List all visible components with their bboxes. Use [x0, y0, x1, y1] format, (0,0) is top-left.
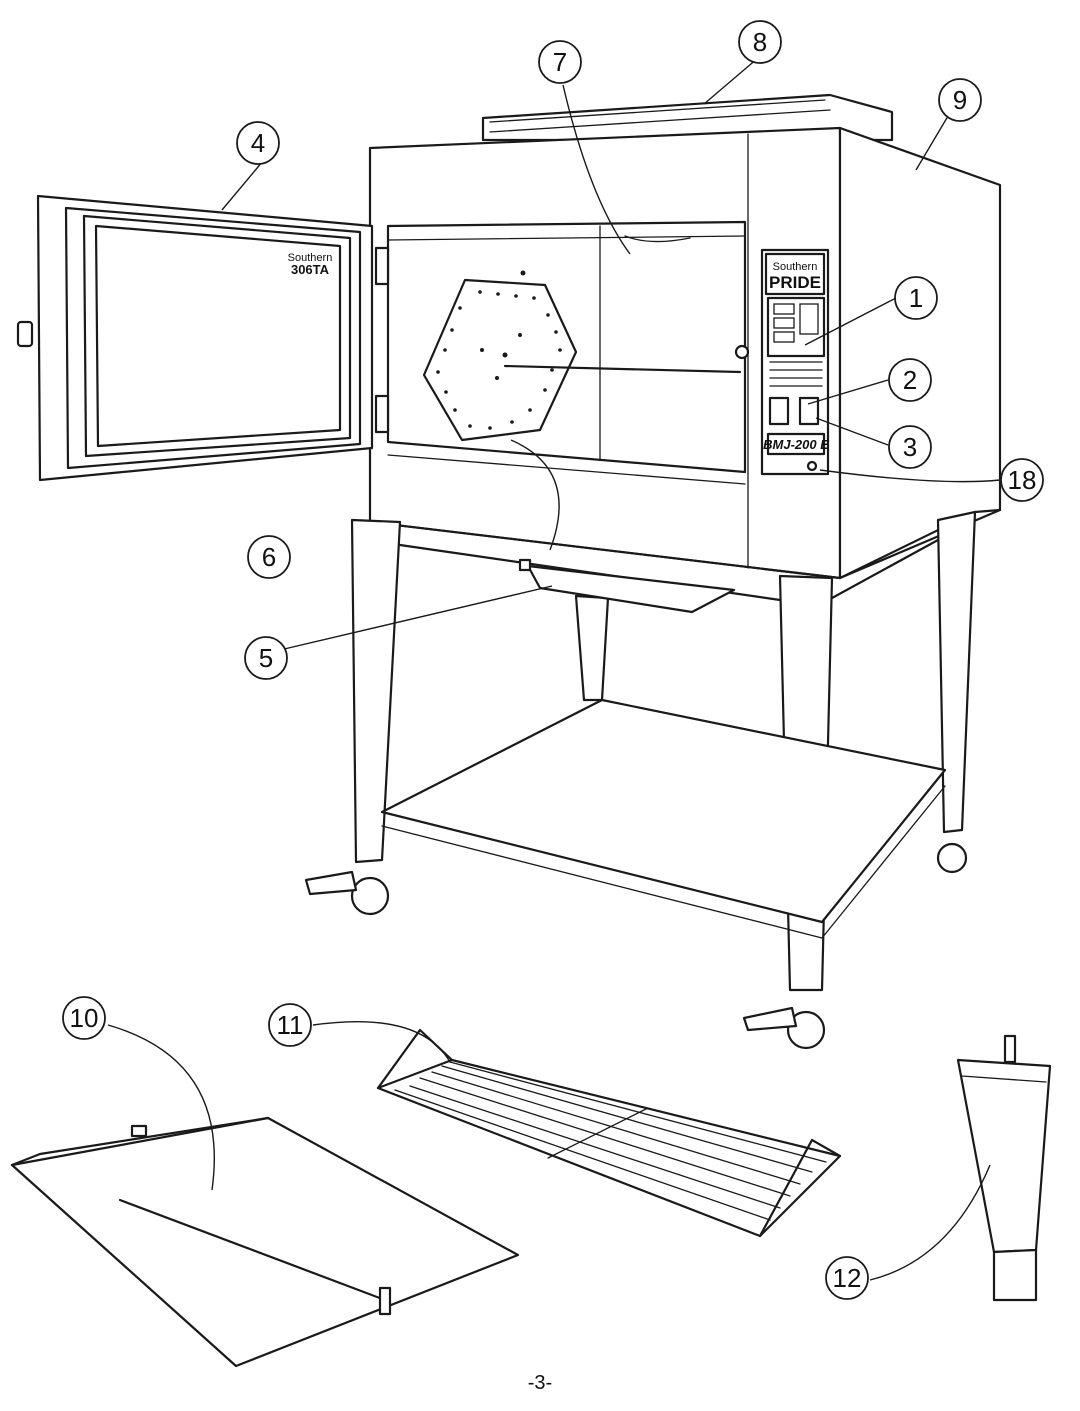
- svg-text:18: 18: [1008, 465, 1037, 495]
- callout-9: 9: [938, 78, 982, 122]
- svg-text:4: 4: [251, 128, 265, 158]
- page-number: -3-: [527, 1372, 553, 1394]
- svg-text:5: 5: [259, 643, 273, 673]
- svg-text:3: 3: [903, 432, 917, 462]
- callout-8: 8: [738, 20, 782, 64]
- control-panel: Southern PRIDE BMJ-200 E: [760, 248, 829, 476]
- callout-1: 1: [894, 276, 938, 320]
- oven-door: Southern 306TA: [16, 194, 374, 482]
- panel-model-label: BMJ-200 E: [763, 437, 829, 452]
- callout-6: 6: [247, 535, 291, 579]
- drip-pan: [518, 558, 736, 614]
- svg-text:8: 8: [753, 27, 767, 57]
- svg-text:1: 1: [909, 283, 923, 313]
- svg-text:9: 9: [953, 85, 967, 115]
- svg-text:11: 11: [277, 1010, 304, 1040]
- svg-text:12: 12: [833, 1263, 862, 1293]
- timer-display: [766, 296, 826, 358]
- callout-12: 12: [825, 1256, 869, 1300]
- stand: [304, 508, 1002, 1050]
- power-switch[interactable]: [768, 396, 790, 426]
- svg-text:7: 7: [553, 47, 567, 77]
- motor-switch[interactable]: [798, 396, 820, 426]
- cover-panel: [10, 1116, 520, 1368]
- door-model-label: 306TA: [291, 262, 330, 277]
- leader-lines: [107, 57, 1001, 1281]
- rotisserie-disk: [422, 270, 742, 442]
- callout-2: 2: [888, 358, 932, 402]
- callout-5: 5: [244, 636, 288, 680]
- leg-insert: [956, 1034, 1052, 1302]
- callout-3: 3: [888, 425, 932, 469]
- callout-10: 10: [62, 996, 106, 1040]
- indicator-light: [806, 460, 818, 472]
- panel-brand-line2: PRIDE: [769, 273, 821, 292]
- svg-text:10: 10: [70, 1003, 99, 1033]
- callout-18: 18: [1000, 458, 1044, 502]
- svg-text:6: 6: [262, 542, 276, 572]
- oven-cabinet: [368, 93, 1002, 580]
- door-brand-label: Southern: [288, 252, 333, 264]
- callout-7: 7: [538, 40, 582, 84]
- callout-11: 11: [268, 1003, 312, 1047]
- svg-text:2: 2: [903, 365, 917, 395]
- wire-rack: [376, 1028, 842, 1238]
- callout-4: 4: [236, 121, 280, 165]
- panel-brand-line1: Southern: [773, 261, 818, 273]
